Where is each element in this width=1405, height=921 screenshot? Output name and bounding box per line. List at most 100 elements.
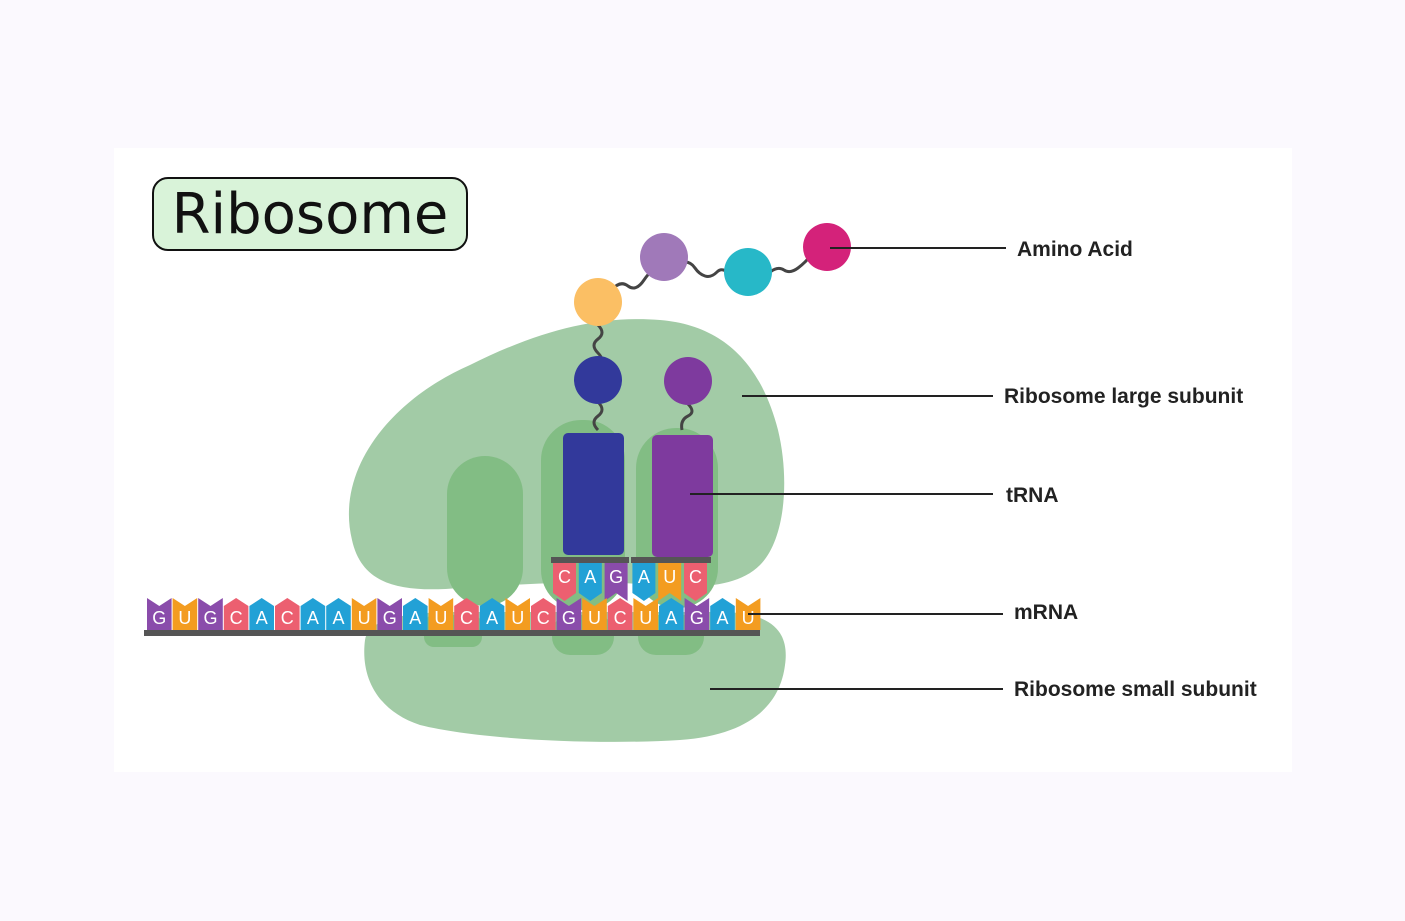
nucleotide-shape <box>377 598 402 630</box>
nucleotide-shape <box>582 598 607 630</box>
page-title: Ribosome <box>171 181 449 247</box>
nucleotide-shape <box>607 598 633 630</box>
nucleotide-shape <box>684 563 707 601</box>
nucleotide-shape <box>223 598 249 630</box>
nucleotide-letter: G <box>609 567 623 587</box>
nucleotide-A: A <box>300 598 326 630</box>
nucleotide-C: C <box>223 598 249 630</box>
nucleotide-letter: C <box>689 567 702 587</box>
nucleotide-letter: A <box>665 608 677 628</box>
nucleotide-shape <box>351 598 377 630</box>
nucleotide-A: A <box>479 598 505 630</box>
nucleotide-G: G <box>684 598 710 630</box>
nucleotide-letter: U <box>358 608 371 628</box>
nucleotide-shape <box>249 598 274 630</box>
nucleotide-C: C <box>275 598 300 630</box>
nucleotide-shape <box>479 598 505 630</box>
nucleotide-letter: C <box>281 608 294 628</box>
label-large-subunit: Ribosome large subunit <box>1004 385 1243 408</box>
nucleotide-letter: C <box>558 567 571 587</box>
nucleotide-G: G <box>147 598 172 630</box>
nucleotide-C: C <box>684 563 707 601</box>
nucleotide-U: U <box>351 598 377 630</box>
nucleotide-letter: U <box>639 608 652 628</box>
nucleotide-A: A <box>403 598 428 630</box>
nucleotide-C: C <box>454 598 479 630</box>
nucleotide-letter: G <box>383 608 397 628</box>
amino-acid-orange <box>574 278 622 326</box>
nucleotide-U: U <box>658 563 682 601</box>
nucleotide-letter: U <box>511 608 524 628</box>
nucleotide-G: G <box>604 563 628 601</box>
nucleotide-letter: G <box>690 608 704 628</box>
nucleotide-shape <box>403 598 428 630</box>
nucleotide-U: U <box>505 598 530 630</box>
nucleotide-shape <box>632 563 656 601</box>
nucleotide-G: G <box>377 598 402 630</box>
nucleotide-shape <box>604 563 628 601</box>
nucleotide-letter: C <box>537 608 550 628</box>
nucleotide-shape <box>454 598 479 630</box>
nucleotide-C: C <box>607 598 633 630</box>
nucleotide-letter: A <box>256 608 268 628</box>
trna-left <box>563 433 624 555</box>
leader-lines <box>690 247 1006 690</box>
nucleotide-letter: U <box>178 608 191 628</box>
nucleotide-U: U <box>172 598 198 630</box>
mrna-backbone <box>144 630 760 636</box>
nucleotide-shape <box>710 598 735 630</box>
nucleotide-letter: G <box>562 608 576 628</box>
nucleotide-shape <box>684 598 710 630</box>
nucleotide-shape <box>326 598 351 630</box>
nucleotide-letter: U <box>588 608 601 628</box>
nucleotide-shape <box>505 598 530 630</box>
nucleotide-shape <box>147 598 172 630</box>
nucleotide-G: G <box>198 598 223 630</box>
nucleotide-shape <box>172 598 198 630</box>
nucleotide-letter: A <box>584 567 596 587</box>
nucleotide-shape <box>428 598 454 630</box>
nucleotide-letter: G <box>152 608 166 628</box>
ribosome-site-e <box>447 456 523 606</box>
nucleotide-A: A <box>632 563 656 601</box>
nucleotide-shape <box>300 598 326 630</box>
label-trna: tRNA <box>1006 484 1059 507</box>
nucleotide-letter: C <box>614 608 627 628</box>
nucleotide-shape <box>556 598 582 630</box>
amino-acid-navy <box>574 356 622 404</box>
nucleotide-letter: C <box>460 608 473 628</box>
amino-acid-teal <box>724 248 772 296</box>
anticodon-bar-right <box>631 557 711 563</box>
nucleotide-A: A <box>659 598 684 630</box>
nucleotide-letter: G <box>203 608 217 628</box>
nucleotide-C: C <box>531 598 556 630</box>
nucleotide-letter: C <box>230 608 243 628</box>
nucleotide-letter: A <box>409 608 421 628</box>
nucleotide-letter: A <box>716 608 728 628</box>
nucleotide-shape <box>658 563 682 601</box>
nucleotide-letter: A <box>332 608 344 628</box>
amino-acid-lilac <box>640 233 688 281</box>
anticodon-bar-left <box>551 557 629 563</box>
nucleotide-shape <box>633 598 658 630</box>
trna-right <box>652 435 713 557</box>
nucleotide-shape <box>531 598 556 630</box>
nucleotide-A: A <box>710 598 735 630</box>
label-amino-acid: Amino Acid <box>1017 238 1133 261</box>
amino-acid-magenta <box>803 223 851 271</box>
nucleotide-letter: U <box>742 608 755 628</box>
nucleotide-A: A <box>249 598 274 630</box>
nucleotide-U: U <box>633 598 658 630</box>
nucleotide-letter: A <box>307 608 319 628</box>
nucleotide-A: A <box>326 598 351 630</box>
nucleotide-letter: A <box>486 608 498 628</box>
label-small-subunit: Ribosome small subunit <box>1014 678 1257 701</box>
nucleotide-A: A <box>578 563 602 601</box>
label-mrna: mRNA <box>1014 601 1078 624</box>
nucleotide-shape <box>553 563 576 601</box>
nucleotide-letter: U <box>434 608 447 628</box>
nucleotide-letter: A <box>638 567 650 587</box>
